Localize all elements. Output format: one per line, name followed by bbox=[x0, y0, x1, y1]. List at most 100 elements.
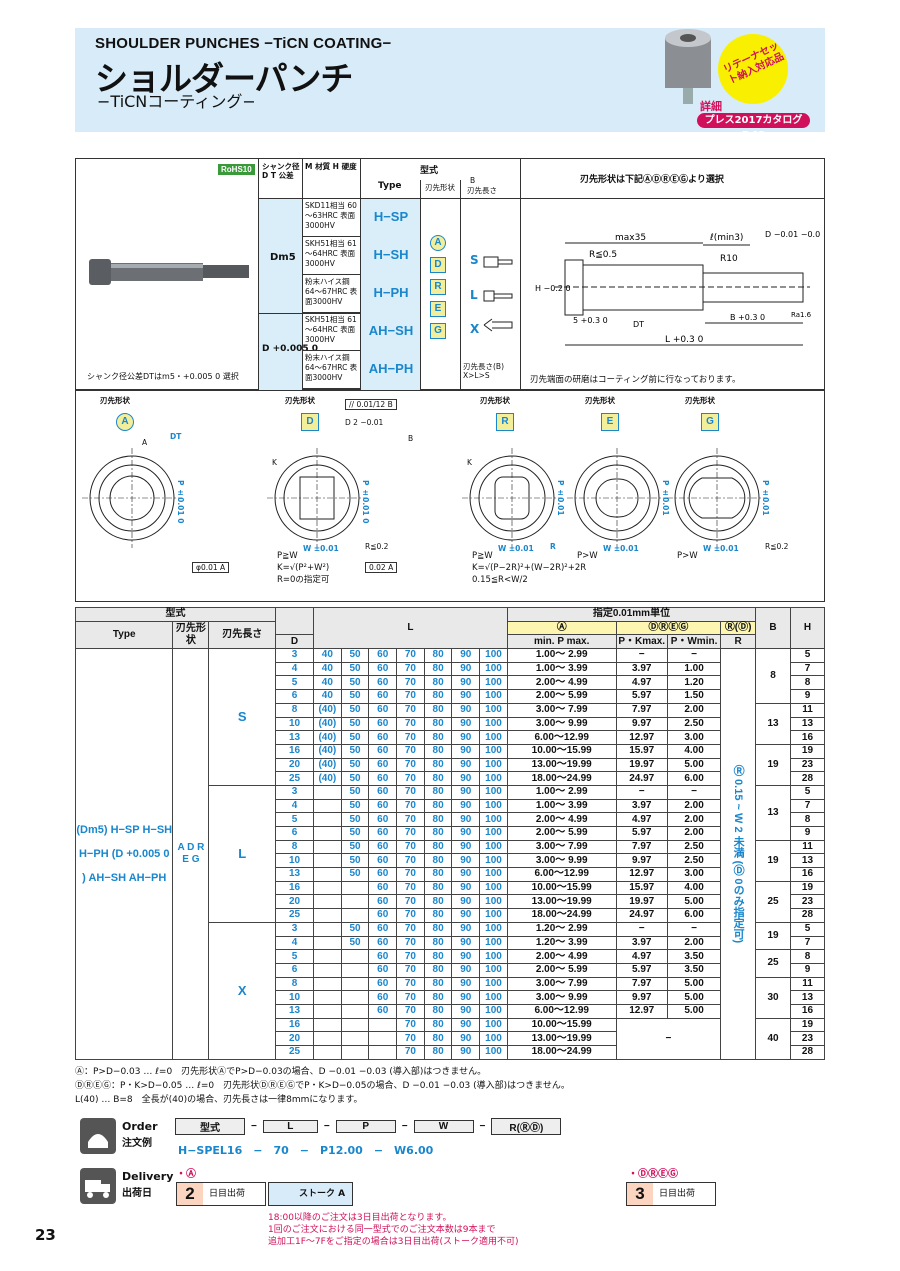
material-4: 粉末ハイス鋼 64～67HRC 表面3000HV bbox=[303, 351, 360, 389]
tip-g: G bbox=[430, 323, 446, 339]
shape-a-tolerance: φ0.01 A bbox=[192, 562, 230, 573]
phone-icon bbox=[80, 1118, 116, 1154]
shape-d-k: K bbox=[272, 458, 277, 467]
shape-a-p: P ±0.01 0 bbox=[176, 480, 185, 524]
shape-e-note-0: P>W bbox=[577, 551, 598, 561]
footnote-2: 1回のご注文における同一型式でのご注文本数は9本まで bbox=[268, 1225, 496, 1235]
tip-d: D bbox=[430, 257, 446, 273]
len-x: X bbox=[208, 921, 277, 1060]
shape-g-note-0: P>W bbox=[677, 551, 698, 561]
order-format: 型式− L− P− W− R(ⓇⒹ) bbox=[175, 1118, 562, 1135]
type-3: AH−SH bbox=[368, 323, 414, 338]
order-h2: L bbox=[262, 1120, 318, 1133]
tip-a: A bbox=[430, 235, 446, 251]
len-note: 刃先長さ(B) X>L>S bbox=[463, 362, 504, 380]
badge-circle bbox=[718, 34, 788, 104]
order-example: H−SPEL16 − 70 − P12.00 − W6.00 bbox=[178, 1144, 434, 1157]
order-h3: P bbox=[335, 1120, 396, 1133]
shape-r-figure bbox=[462, 448, 562, 548]
svg-text:Ra1.6: Ra1.6 bbox=[791, 311, 812, 319]
type-2: H−PH bbox=[373, 285, 409, 300]
shape-a-title: 刃先形状 bbox=[100, 396, 130, 405]
len-l: L bbox=[208, 784, 277, 923]
type-4: AH−PH bbox=[368, 361, 414, 376]
shape-d-w: W ±0.01 bbox=[303, 544, 339, 553]
col-material: M 材質 H 硬度 bbox=[305, 162, 357, 171]
shape-r-k: K bbox=[467, 458, 472, 467]
shape-r-badge: R bbox=[496, 413, 514, 431]
type-list: (Dm5) H−SP H−SH H−PH (D +0.005 0 ) AH−SH… bbox=[74, 648, 174, 1060]
delivery-label-jp: 出荷日 bbox=[122, 1188, 152, 1199]
tip-e: E bbox=[430, 301, 446, 317]
order-label-jp: 注文例 bbox=[122, 1138, 152, 1149]
note-1: Ⓐ：P>D−0.03 … ℓ=0 刃先形状ⒶでP>D−0.03の場合、D −0.… bbox=[75, 1067, 487, 1077]
shape-r-note-2: 0.15≦R<W/2 bbox=[472, 575, 528, 585]
truck-icon bbox=[80, 1168, 116, 1204]
col-b-label: B bbox=[470, 176, 476, 185]
shape-d-title: 刃先形状 bbox=[285, 396, 315, 405]
type-0: H−SP bbox=[373, 209, 409, 224]
shape-e-figure bbox=[567, 448, 667, 548]
len-x: X bbox=[470, 322, 480, 336]
notes: Ⓐ：P>D−0.03 … ℓ=0 刃先形状ⒶでP>D−0.03の場合、D −0.… bbox=[75, 1065, 570, 1107]
h-unit: 指定0.01mm単位 bbox=[506, 607, 757, 622]
punch-drawing: max35 ℓ(min3) D −0.01 −0.03 R≦0.5 R10 H … bbox=[535, 230, 820, 346]
shape-e-title: 刃先形状 bbox=[585, 396, 615, 405]
shape-d-badge: D bbox=[301, 413, 319, 431]
shape-g-p: P ±0.01 bbox=[761, 480, 770, 516]
type-1: H−SH bbox=[373, 247, 409, 262]
material-2: 粉末ハイス鋼 64～67HRC 表面3000HV bbox=[303, 275, 360, 313]
title-english: SHOULDER PUNCHES −TiCN COATING− bbox=[95, 35, 392, 52]
order-h5: R(ⓇⒹ) bbox=[491, 1118, 562, 1135]
note-2: ⒹⓇⒺⒼ：P・K>D−0.05 … ℓ=0 刃先形状ⒹⓇⒺⒼでP・K>D−0.0… bbox=[75, 1081, 570, 1091]
shape-r-title: 刃先形状 bbox=[480, 396, 510, 405]
catalog-link[interactable]: プレス2017カタログ P.63 bbox=[697, 113, 810, 141]
svg-text:L +0.3 0: L +0.3 0 bbox=[665, 335, 704, 345]
col-type-en: Type bbox=[378, 181, 402, 191]
punch-photo bbox=[89, 259, 249, 285]
h-type: 型式 bbox=[74, 607, 277, 622]
shape-a-figure bbox=[82, 448, 182, 548]
shank-note: シャンク径公差DTはm5・+0.005 0 選択 bbox=[87, 372, 239, 381]
shape-d-note-0: P≧W bbox=[277, 551, 298, 561]
col-type: 型式 bbox=[420, 166, 439, 176]
product-photo-area: RoHS10 シャンク径公差DTはm5・+0.005 0 選択 bbox=[75, 158, 259, 390]
svg-text:5 +0.3 0: 5 +0.3 0 bbox=[573, 316, 608, 325]
svg-text:DT: DT bbox=[633, 320, 644, 329]
h-type-en: Type bbox=[74, 620, 174, 650]
svg-text:max35: max35 bbox=[615, 233, 646, 243]
order-h1: 型式 bbox=[175, 1118, 245, 1135]
col-len: 刃先長さ bbox=[467, 186, 497, 195]
r-note: Ⓡ 0.15 ~ W 2 未満 (Ⓓ 0のみ指定可) bbox=[720, 648, 757, 1060]
shape-e-badge: E bbox=[601, 413, 619, 431]
note-3: L(40) … B=8 全長が(40)の場合、刃先長さは一律8mmになります。 bbox=[75, 1095, 363, 1105]
material-0: SKD11相当 60～63HRC 表面3000HV bbox=[303, 199, 360, 237]
shape-g-figure bbox=[667, 448, 767, 548]
footnotes: 18:00以降のご注文は3日目出荷となります。 1回のご注文における同一型式での… bbox=[268, 1212, 519, 1248]
detail-label: 詳細 bbox=[700, 100, 722, 113]
shape-g-badge: G bbox=[701, 413, 719, 431]
shapes-box bbox=[75, 390, 825, 602]
footnote-3: 追加工1F〜7Fをご指定の場合は3日目出荷(ストーク適用不可) bbox=[268, 1237, 519, 1247]
spec-box bbox=[75, 158, 825, 390]
footnote-1: 18:00以降のご注文は3日目出荷となります。 bbox=[268, 1213, 452, 1223]
shape-d-figure bbox=[267, 448, 367, 548]
type-cell bbox=[361, 199, 420, 390]
col-tip: 刃先形状 bbox=[425, 183, 455, 192]
svg-text:R10: R10 bbox=[720, 254, 738, 264]
